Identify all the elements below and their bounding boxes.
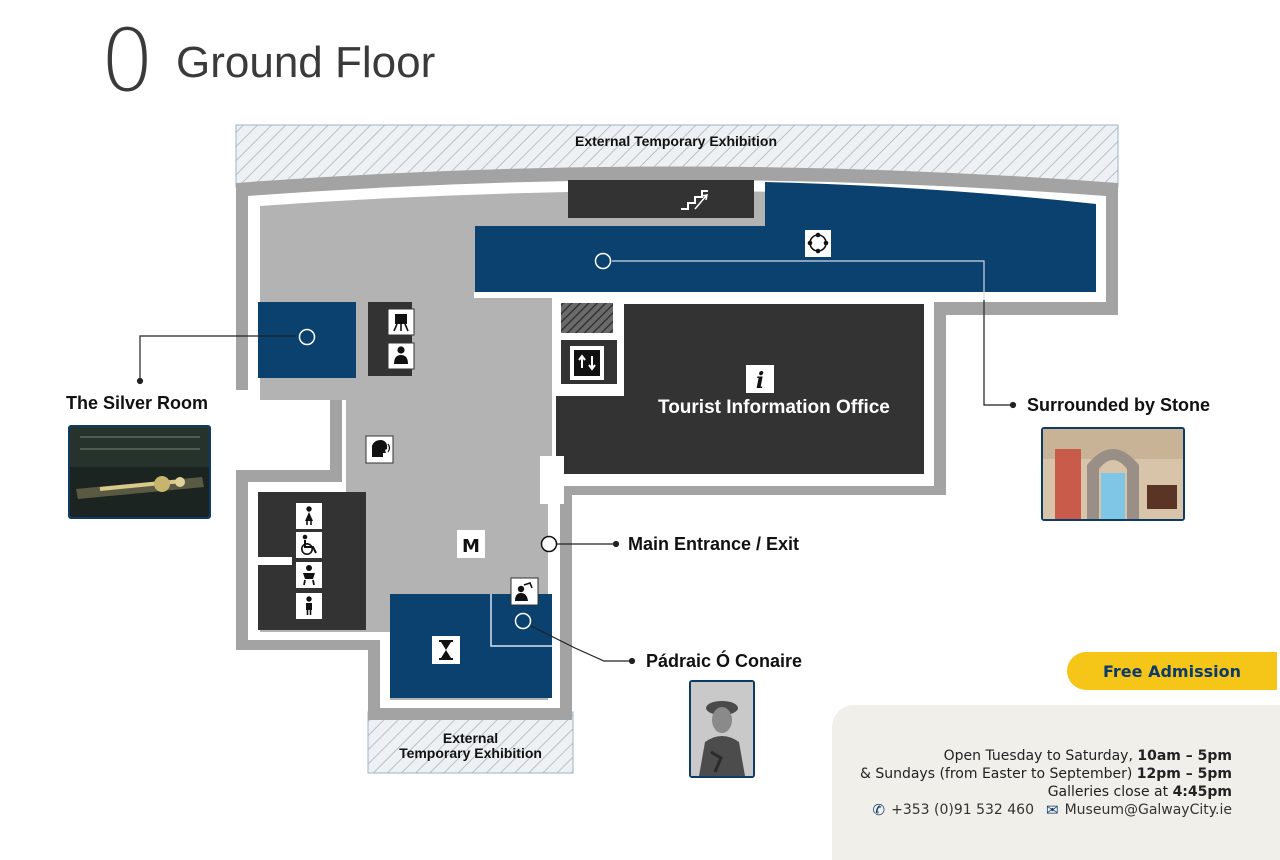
toilet-partition [258,557,292,565]
label-padraic[interactable]: Pádraic Ó Conaire [646,651,803,671]
baby-change-icon [296,562,322,588]
free-admission-badge: Free Admission [1067,652,1277,690]
leader-padraic [530,625,632,662]
svg-text:i: i [756,368,764,394]
label-external-exhibition-top: External Temporary Exhibition [574,133,777,149]
label-main-entrance[interactable]: Main Entrance / Exit [628,534,800,554]
person-icon [387,342,415,370]
museum-shop-icon: M [457,530,485,558]
marker-silver-room [298,328,316,346]
contact-row: ✆ +353 (0)91 532 460 ✉ Museum@GalwayCity… [873,801,1232,819]
label-external-exhibition-bottom-1: External [442,730,499,746]
marker-main-entrance [540,535,558,553]
hourglass-icon [432,636,460,664]
padraic-alcove-outline [490,594,552,647]
marker-padraic [514,612,532,630]
label-silver-room[interactable]: The Silver Room [66,393,209,413]
label-tourist-information-office: Tourist Information Office [658,397,890,418]
leader-silver-room [139,335,296,381]
email-address[interactable]: Museum@GalwayCity.ie [1064,802,1232,818]
easel-icon [387,308,415,336]
information-icon: i [746,365,774,394]
opening-hours-panel: Open Tuesday to Saturday, 10am – 5pm & S… [832,705,1280,860]
entrance-wall-stub [540,456,564,504]
floor-title: Ground Floor [176,38,436,87]
leader-lines [136,260,1017,665]
external-exhibition-bottom [367,711,574,774]
hours-line-1: Open Tuesday to Saturday, 10am – 5pm [943,748,1232,764]
sculpture-icon [510,577,539,606]
mail-icon: ✉ [1046,801,1059,819]
floor-number: 0 [100,11,155,111]
male-toilet-icon [296,593,322,619]
surrounded-by-stone-photo[interactable] [1041,427,1185,521]
hours-line-2: & Sundays (from Easter to September) 12p… [859,766,1232,782]
gallery-surrounded-by-stone [475,182,1096,292]
phone-icon: ✆ [872,801,886,819]
hours-line-3: Galleries close at 4:45pm [1047,784,1232,800]
audio-guide-icon [365,435,394,464]
female-toilet-icon [296,503,322,529]
accessible-toilet-icon [296,532,322,558]
padraic-photo[interactable] [689,680,755,778]
gallery-silver-room [258,302,356,378]
label-surrounded-by-stone[interactable]: Surrounded by Stone [1027,395,1211,415]
lift-shaft-hatch [561,303,613,333]
leader-surrounded-by-stone-ext [983,300,1013,406]
silver-room-photo[interactable] [68,425,211,519]
stairs-area [568,180,754,218]
stairs-icon [681,190,708,210]
marker-surrounded-by-stone [594,252,612,270]
elevator-icon [570,346,604,380]
corridor-floor [260,191,1096,700]
label-external-exhibition-bottom-2: Temporary Exhibition [399,745,542,761]
svg-text:M: M [462,536,480,557]
phone-number[interactable]: +353 (0)91 532 460 [891,802,1035,818]
stone-circle-icon [805,230,831,257]
